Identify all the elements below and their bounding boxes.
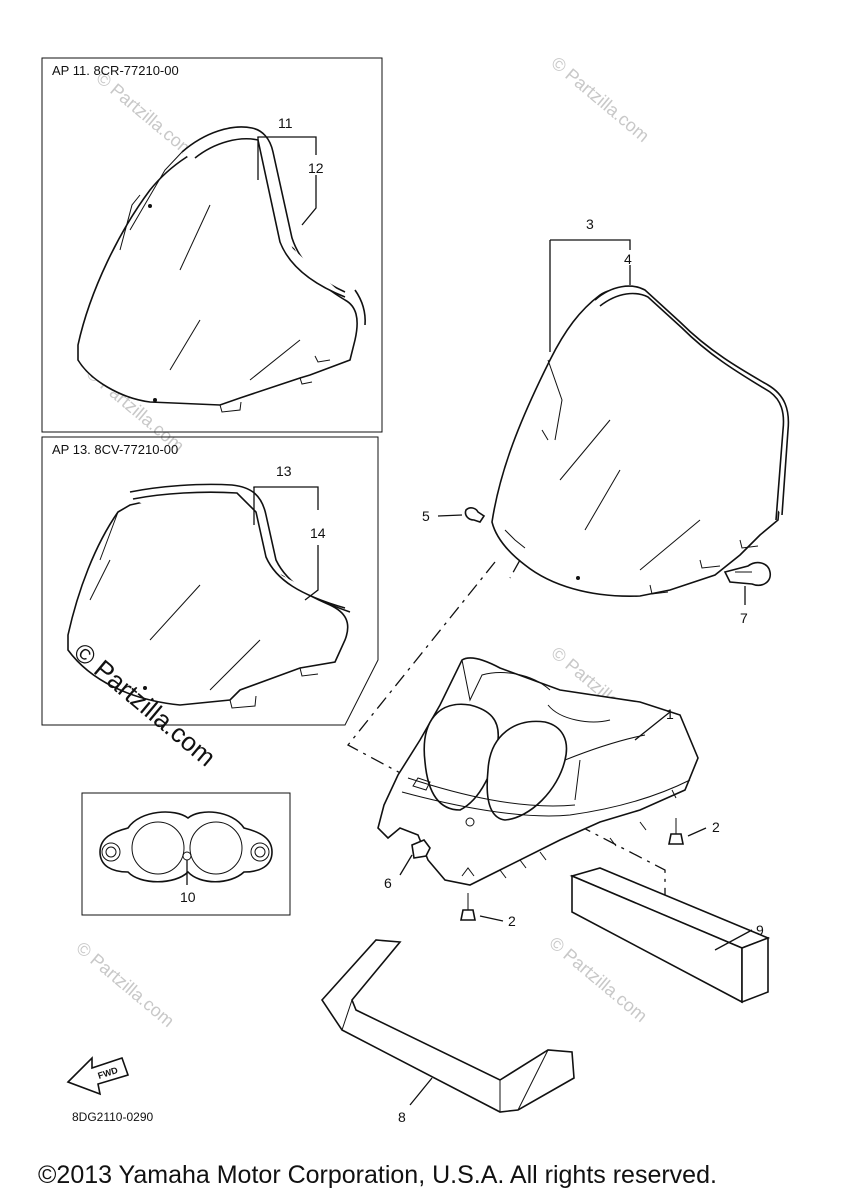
callout-8: 8 (398, 1109, 406, 1125)
callout-7: 7 (740, 610, 748, 626)
callout-9: 9 (756, 922, 764, 938)
diagram-code: 8DG2110-0290 (72, 1110, 153, 1124)
front-cowl (377, 657, 699, 886)
screw-5: 5 (422, 507, 486, 524)
bolt-2-lower: 2 (460, 893, 516, 929)
callout-2: 2 (712, 819, 720, 835)
callout-3: 3 (586, 216, 594, 232)
callout-13: 13 (276, 463, 292, 479)
bolt-2-upper: 2 (668, 818, 720, 845)
assembly-line (509, 559, 521, 579)
callout-5: 5 (422, 508, 430, 524)
callout-2: 2 (508, 913, 516, 929)
windshield-ap11 (77, 126, 366, 413)
watermark-text: © Partzilla.com (72, 938, 178, 1031)
seal-8: 8 (320, 939, 575, 1125)
callout-14: 14 (310, 525, 326, 541)
meter-bezel: 10 (81, 792, 291, 916)
windshield-main (491, 285, 790, 597)
callout-4: 4 (624, 251, 632, 267)
watermark-text: © Partzilla.com (547, 53, 653, 146)
foam-block-9: 9 (569, 867, 771, 1004)
callout-12: 12 (308, 160, 324, 176)
assembly-line (567, 715, 666, 915)
copyright-text: ©2013 Yamaha Motor Corporation, U.S.A. A… (38, 1161, 717, 1189)
fwd-arrow-icon: FWD (66, 1056, 130, 1096)
variant-box-ap11: AP 11. 8CR-77210-00 11 12 (41, 57, 383, 433)
watermark-text: © Partzilla.com (92, 68, 198, 161)
variant-box-ap13: AP 13. 8CV-77210-00 13 14 (41, 436, 379, 726)
callout-1: 1 (666, 706, 674, 722)
watermark-text: © Partzilla.com (545, 933, 651, 1026)
box-title: AP 11. 8CR-77210-00 (52, 63, 179, 78)
callout-6: 6 (384, 875, 392, 891)
callout-10: 10 (180, 889, 196, 905)
callout-11: 11 (278, 115, 293, 131)
fastener-7: 7 (723, 561, 772, 626)
windshield-ap13 (67, 483, 351, 709)
grommet-6: 6 (384, 839, 431, 891)
box-title: AP 13. 8CV-77210-00 (52, 442, 178, 457)
